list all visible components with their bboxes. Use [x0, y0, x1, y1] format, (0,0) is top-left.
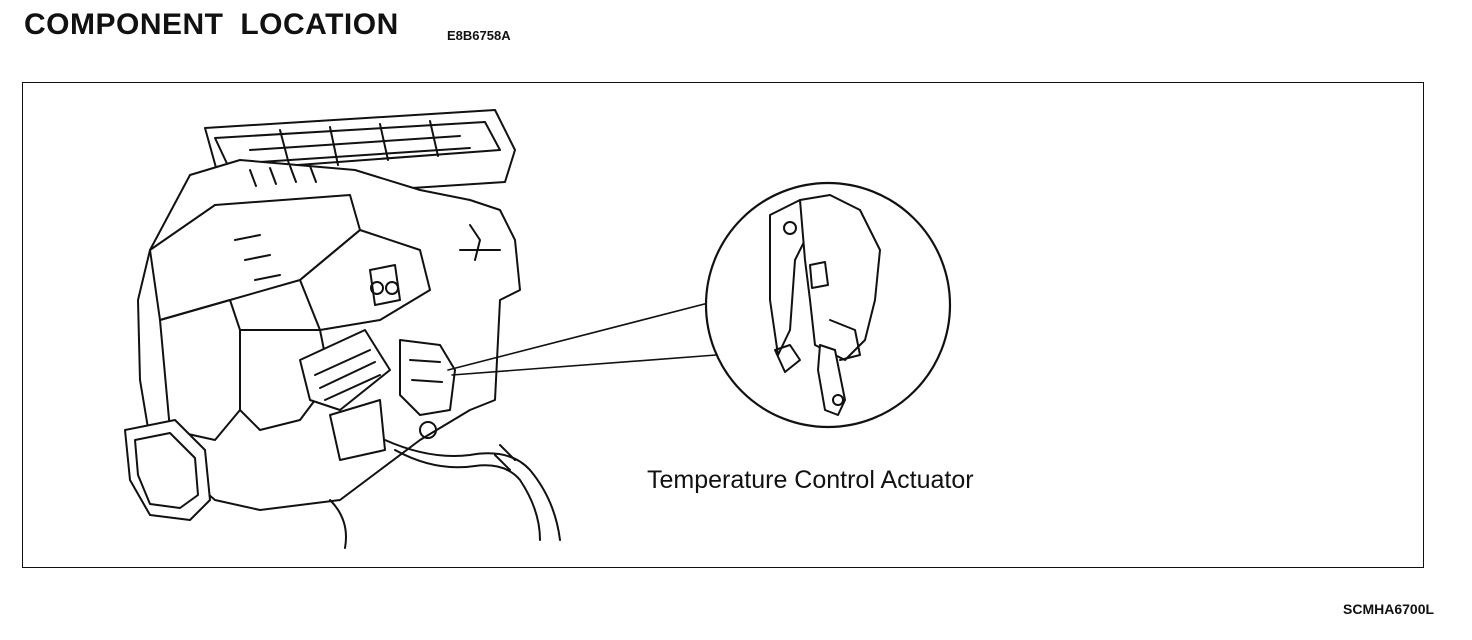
wire-harness — [329, 439, 561, 549]
callout-label: Temperature Control Actuator — [647, 466, 974, 494]
figure-id: SCMHA6700L — [1343, 601, 1435, 617]
page-title: COMPONENT LOCATION — [24, 8, 399, 41]
leader-line-upper — [447, 299, 721, 371]
actuator-on-unit — [399, 339, 456, 439]
outlet-duct — [124, 419, 211, 521]
actuator-detail-inset — [704, 181, 952, 429]
vent-louvres — [299, 329, 391, 461]
figure-frame — [22, 82, 1424, 568]
document-code: E8B6758A — [447, 28, 511, 43]
leader-line-lower — [451, 354, 717, 376]
